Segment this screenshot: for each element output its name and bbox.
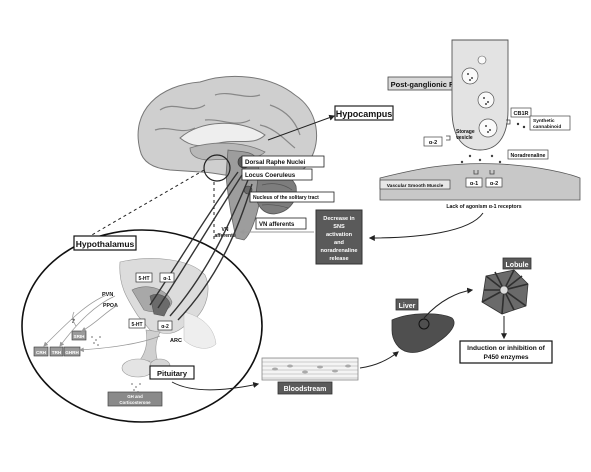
alpha2-bottom-label: α-2 <box>490 181 498 187</box>
svg-text:afferents: afferents <box>214 233 235 239</box>
dorsal-raphe-label: Dorsal Raphe Nuclei <box>245 159 305 166</box>
alpha1-label: α-1 <box>470 181 478 187</box>
dorsal-raphe-box <box>241 155 325 168</box>
bloodstream-box <box>277 381 333 395</box>
vn-afferents-label: VN afferents <box>259 222 295 228</box>
liver-illustration <box>391 313 455 353</box>
bloodstream-label: Bloodstream <box>284 386 327 393</box>
hypocampus-box <box>334 105 394 121</box>
svg-text:Corticosterone: Corticosterone <box>119 400 151 405</box>
liver-label: Liver <box>399 303 416 310</box>
ht5-mid-label: 5-HT <box>131 322 142 328</box>
svg-text:P450 enzymes: P450 enzymes <box>483 354 528 361</box>
cb1r-label: CB1R <box>514 111 529 117</box>
pituitary-box <box>149 365 195 380</box>
locus-coeruleus-label: Locus Coeruleus <box>245 172 296 179</box>
synapse-panel: Post-ganglionic Fibre Storage vesicle CB… <box>379 39 581 210</box>
question-mark: ? <box>71 318 75 325</box>
cb1r-box <box>510 107 532 118</box>
bloodstream-vessel <box>261 357 359 381</box>
svg-text:noradrenaline: noradrenaline <box>321 248 358 254</box>
locus-coeruleus-box <box>241 168 313 181</box>
svg-text:activation: activation <box>326 232 353 238</box>
svg-text:release: release <box>329 256 348 262</box>
pituitary-label: Pituitary <box>157 369 188 378</box>
svg-text:vesicle: vesicle <box>456 135 473 141</box>
vascular-smooth-muscle-box <box>379 179 451 190</box>
ghrh-label: GHRH <box>65 350 79 355</box>
liver-box <box>395 298 419 311</box>
pvn-label: PVN <box>102 292 113 298</box>
vascular-smooth-muscle-label: Vascular Smooth Muscle <box>387 183 444 189</box>
a2-mid-label: α-2 <box>161 324 169 330</box>
gh-corticosterone-label: GH and <box>127 394 143 399</box>
storage-vesicle-label: Storage <box>456 129 475 135</box>
post-ganglionic-label: Post-ganglionic Fibre <box>391 80 468 89</box>
hypothalamus-box <box>73 235 137 251</box>
lobule-box <box>502 257 532 270</box>
srih-label: SRIH <box>74 334 86 339</box>
noradrenaline-label: Noradrenaline <box>511 153 546 159</box>
ppoa-label: PPOA <box>103 303 118 309</box>
nucleus-solitary-box <box>249 191 335 203</box>
synthetic-cannabinoid-box <box>529 115 571 131</box>
noradrenaline-box <box>507 149 549 160</box>
induction-box <box>459 340 553 364</box>
arc-label: ARC <box>170 338 182 344</box>
vn-afferents-box <box>255 217 307 230</box>
alpha2-top-box <box>423 136 443 147</box>
svg-text:SNS: SNS <box>333 224 345 230</box>
hypothalamus-label: Hypothalamus <box>76 239 135 249</box>
nucleus-solitary-label: Nucleus of the solitary tract <box>253 195 319 201</box>
crh-label: CRH <box>36 350 47 355</box>
alpha2-top-label: α-2 <box>429 140 437 146</box>
synthetic-cannabinoid-label: Synthetic <box>533 118 555 124</box>
gh-corticosterone-box <box>107 391 163 407</box>
alpha2-bottom-box <box>485 177 503 188</box>
sns-decrease-box <box>315 209 363 265</box>
a1-top-label: α-1 <box>163 276 171 282</box>
svg-text:and: and <box>334 240 345 246</box>
induction-label: Induction or inhibition of <box>467 345 545 352</box>
lack-agonism-label: Lack of agonism α-1 receptors <box>446 204 521 210</box>
hypocampus-label: Hypocampus <box>336 109 393 119</box>
svg-text:cannabinoid: cannabinoid <box>533 124 561 130</box>
trh-label: TRH <box>52 350 62 355</box>
alpha1-box <box>465 177 483 188</box>
lobule-label: Lobule <box>506 262 529 269</box>
sns-decrease-label: Decrease in <box>323 216 355 222</box>
ht5-top-label: 5-HT <box>138 276 149 282</box>
lobule-illustration <box>481 269 529 315</box>
